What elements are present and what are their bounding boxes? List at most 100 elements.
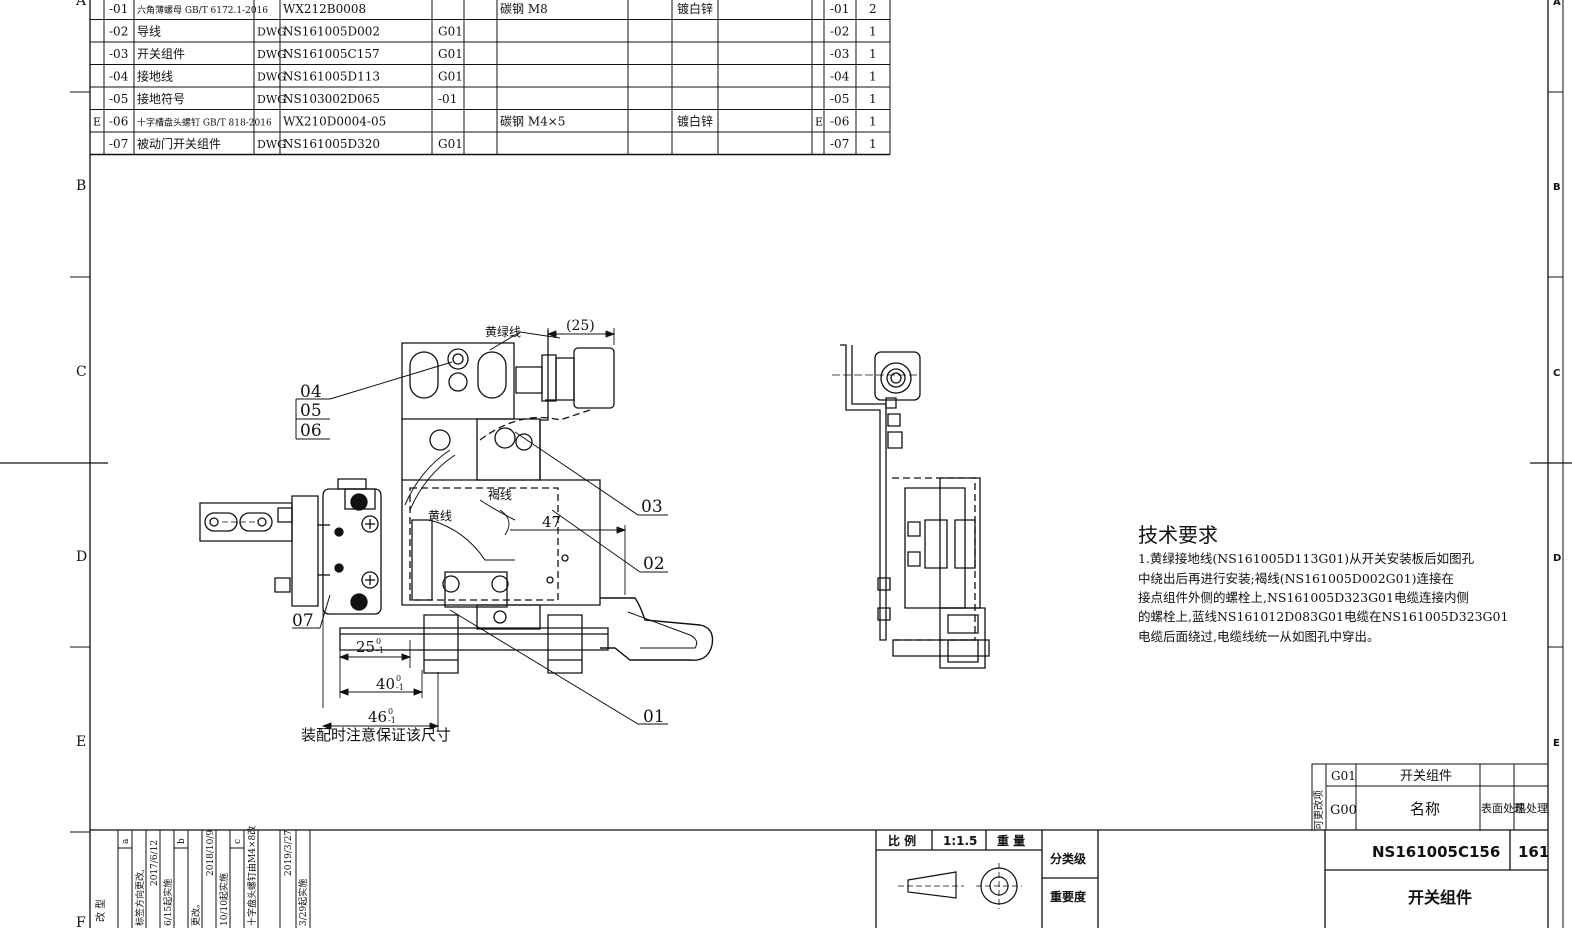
bom-cell-type: DWG xyxy=(257,48,286,61)
revision-date-a: 2017/6/12 xyxy=(150,840,160,886)
bom-cell-item: -06 xyxy=(109,115,128,129)
callout-01: 01 xyxy=(643,707,665,727)
revision-note-c: 十字盘头螺钉由M4×8改 xyxy=(246,826,258,926)
bom-cell-qty: 1 xyxy=(869,115,877,129)
revision-mark-label: 改 型 xyxy=(94,899,107,922)
base-plate xyxy=(340,605,608,673)
bom-cell-item2: -02 xyxy=(830,25,849,39)
bom-cell-name: 被动门开关组件 xyxy=(137,136,221,151)
dim-40: 40 xyxy=(376,675,395,693)
sheet-reference: 161 xyxy=(1518,843,1549,861)
callout-06: 06 xyxy=(300,421,322,441)
revision-date-c: 2019/3/27 xyxy=(284,830,294,876)
zone-letter: D xyxy=(1553,553,1561,564)
dim-47: 47 xyxy=(542,513,561,531)
drawing-number: NS161005C156 xyxy=(1372,843,1500,861)
bom-cell-item2: -05 xyxy=(830,92,849,106)
bom-cell-ver: G01 xyxy=(438,70,463,84)
revision-note2-b: 10/10起实施 xyxy=(218,873,230,926)
bom-cell-code: NS161005D320 xyxy=(283,137,380,151)
bom-cell-type: DWG xyxy=(257,138,286,151)
bom-cell-material: 碳钢 M8 xyxy=(500,2,548,16)
bom-cell-code: NS161005C157 xyxy=(283,47,380,61)
technical-requirements: 技术要求 1.黄绿接地线(NS161005D113G01)从开关安装板后如图孔 … xyxy=(1138,523,1508,644)
variant-name-g01: 开关组件 xyxy=(1400,769,1452,784)
bom-cell-code: NS161005D113 xyxy=(283,70,380,84)
class-label: 分类级 xyxy=(1050,851,1086,866)
revision-note2-c: 3/29起实施 xyxy=(297,879,309,926)
bom-cell-name: 导线 xyxy=(137,25,161,39)
dim-46: 46 xyxy=(368,708,387,726)
bom-cell-name: 六角薄螺母 GB/T 6172.1-2016 xyxy=(137,4,268,16)
bom-cell-qty: 1 xyxy=(869,70,877,84)
dim-46-tol-upper: 0 xyxy=(388,707,393,716)
bom-cell-finish: 镀白锌 xyxy=(677,1,713,16)
revision-note2-a: 6/15起实施 xyxy=(162,879,174,926)
bom-cell-qty: 1 xyxy=(869,47,877,61)
bom-cell-name: 开关组件 xyxy=(137,47,185,61)
actuator-head xyxy=(480,330,614,440)
tech-req-line: 接点组件外侧的螺栓上,NS161005D323G01电缆连接内侧 xyxy=(1138,590,1469,605)
dim-25: 25 xyxy=(356,638,375,656)
bom-cell-item2: -07 xyxy=(830,137,849,151)
bom-cell-item2: -01 xyxy=(830,2,849,16)
scale-value: 1:1.5 xyxy=(943,834,977,848)
wire-labels: 黄绿线 褐线 黄线 xyxy=(428,324,521,523)
bom-cell-ver: -01 xyxy=(438,92,457,106)
bom-cell-item2: -04 xyxy=(830,70,850,84)
bom-cell-item: -02 xyxy=(109,25,128,39)
bom-cell-finish: 镀白锌 xyxy=(677,114,713,129)
assembly-note: 装配时注意保证该尺寸 xyxy=(301,726,451,744)
zone-labels-right: A B C D E xyxy=(1553,0,1561,749)
dim-40-tol-upper: 0 xyxy=(396,674,401,683)
dimensions xyxy=(323,328,625,732)
callout-07: 07 xyxy=(292,611,314,631)
tech-req-line: 电缆后面绕过,电缆线统一从如图孔中穿出。 xyxy=(1138,629,1379,644)
bom-cell-item2: -06 xyxy=(830,115,849,129)
bom-cell-code: NS161005D002 xyxy=(283,25,380,39)
zone-letter: E xyxy=(76,734,86,750)
variant-code-g00: G00 xyxy=(1330,803,1357,818)
dim-25-tol-lower: -1 xyxy=(376,646,384,655)
zone-letter: A xyxy=(1553,0,1561,8)
zone-letter: F xyxy=(76,915,86,928)
bom-cell-material: 碳钢 M4×5 xyxy=(500,115,565,129)
revision-note-a: 标签方向更改, xyxy=(134,869,146,926)
wire-label-yellow-green: 黄绿线 xyxy=(485,324,521,339)
callout-labels: 04 05 06 03 02 07 01 xyxy=(292,382,665,727)
tech-req-line: 的螺栓上,蓝线NS161012D083G01电缆在NS161005D323G01 xyxy=(1138,609,1508,624)
bom-cell-type: DWG xyxy=(257,26,286,39)
bom-cell-qty: 2 xyxy=(869,2,877,16)
revision-note-b: 更改。 xyxy=(190,899,202,926)
callout-03: 03 xyxy=(641,497,663,517)
projection-symbol-icon xyxy=(898,863,1022,909)
dim-40-tol-lower: -1 xyxy=(396,683,404,692)
bom-cell-item2: -03 xyxy=(830,47,849,61)
callout-04: 04 xyxy=(300,382,322,402)
zone-labels-left: A B C D E F xyxy=(75,0,87,928)
zone-letter: B xyxy=(1553,182,1561,193)
bent-lever xyxy=(600,598,713,660)
bom-cell-type: DWG xyxy=(257,71,286,84)
bom-cell-item: -04 xyxy=(109,70,129,84)
bom-cell-ver: G01 xyxy=(438,47,463,61)
zone-letter: C xyxy=(76,364,87,380)
revision-date-b: 2018/10/9 xyxy=(206,830,216,876)
wire-label-brown: 褐线 xyxy=(488,487,512,502)
bom-cell-name: 接地符号 xyxy=(137,91,185,106)
variant-name-header: 名称 xyxy=(1410,800,1440,818)
weight-label: 重 量 xyxy=(997,833,1025,848)
bom-cell-qty: 1 xyxy=(869,137,877,151)
zone-letter: D xyxy=(76,549,87,565)
revision-block: 改 型 a 标签方向更改, 2017/6/12 6/15起实施 b 更改。 20… xyxy=(94,826,310,928)
bom-cell-item: -05 xyxy=(109,92,128,106)
tech-req-line: 1.黄绿接地线(NS161005D113G01)从开关安装板后如图孔 xyxy=(1138,551,1475,566)
bom-cell-item: -07 xyxy=(109,137,128,151)
bom-cell-code: NS103002D065 xyxy=(283,92,380,106)
bom-cell-ver: G01 xyxy=(438,25,463,39)
variant-table: 可更改项 G01 开关组件 G00 名称 表面处理 热处理 xyxy=(1312,764,1548,830)
drawing-title: 开关组件 xyxy=(1408,888,1472,907)
revision-mark-c: c xyxy=(233,839,243,844)
